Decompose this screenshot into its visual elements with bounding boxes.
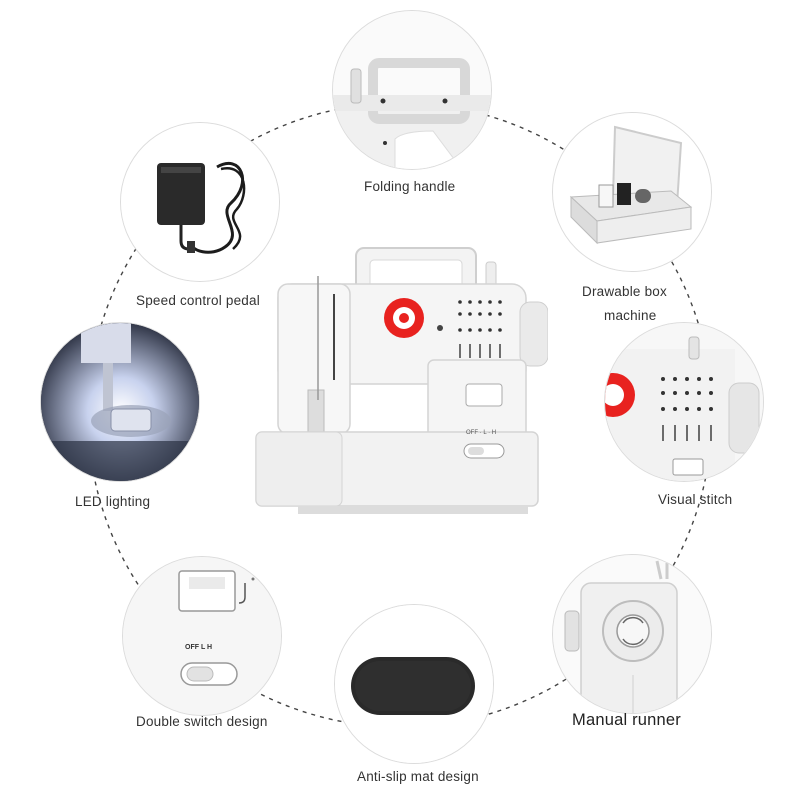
visual-stitch-image bbox=[604, 322, 764, 482]
double-switch-image: OFF L H bbox=[122, 556, 282, 716]
double-switch-text: OFF L H bbox=[185, 644, 212, 651]
feature-label-double-switch: Double switch design bbox=[136, 714, 268, 729]
anti-slip-mat-image bbox=[334, 604, 494, 764]
machine-switch-text: OFF · L · H bbox=[466, 430, 496, 436]
speed-pedal-image bbox=[120, 122, 280, 282]
folding-handle-image bbox=[332, 10, 492, 170]
feature-label-led-lighting: LED lighting bbox=[75, 494, 151, 509]
feature-label-drawable-box-line1: Drawable box bbox=[582, 284, 667, 299]
led-lighting-image bbox=[40, 322, 200, 482]
feature-label-folding-handle: Folding handle bbox=[364, 179, 456, 194]
sewing-machine-main-image: OFF · L · H bbox=[255, 247, 548, 514]
feature-label-visual-stitch: Visual stitch bbox=[658, 492, 733, 507]
drawable-box-image bbox=[552, 112, 712, 272]
feature-label-drawable-box-line2: machine bbox=[604, 308, 657, 323]
feature-label-anti-slip-mat: Anti-slip mat design bbox=[357, 769, 479, 784]
feature-label-manual-runner: Manual runner bbox=[572, 711, 681, 729]
feature-label-speed-control-pedal: Speed control pedal bbox=[136, 293, 260, 308]
manual-runner-image bbox=[552, 554, 712, 714]
